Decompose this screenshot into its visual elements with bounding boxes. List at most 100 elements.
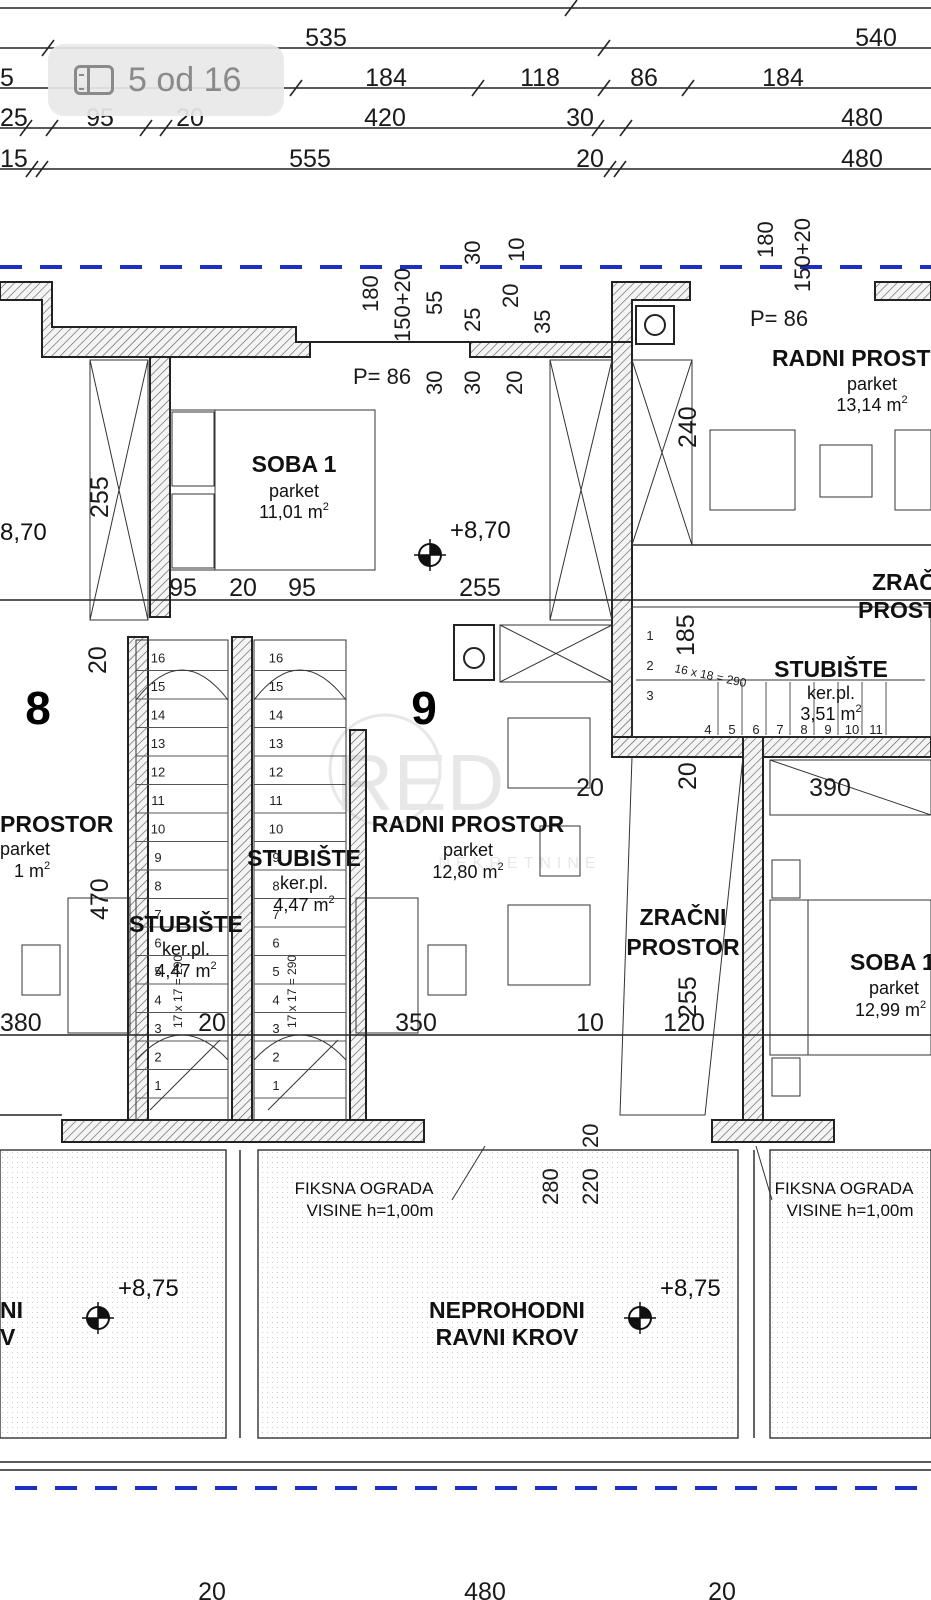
stair-left-step-number: 7 xyxy=(154,907,161,922)
stair-left-step-number: 12 xyxy=(151,765,165,780)
room-soba-right-floor: parket xyxy=(869,978,919,998)
dim-i-20c: 20 xyxy=(576,774,604,802)
dim-i-255h: 255 xyxy=(459,574,501,602)
dim-i-380: 380 xyxy=(0,1009,42,1037)
stair-center-step-number: 11 xyxy=(269,793,283,808)
stair-left-run: 17 x 17 = 290 xyxy=(171,955,185,1028)
stair-center-step-number: 16 xyxy=(269,651,283,666)
roof-left-name2: V xyxy=(0,1324,16,1350)
dim-i-120: 120 xyxy=(663,1009,705,1037)
fence-left-line1: FIKSNA OGRADA xyxy=(295,1179,435,1198)
stair-center-step-number: 1 xyxy=(272,1078,279,1093)
watermark: RED NEKRETNINE xyxy=(328,713,596,872)
roof-left-name1: NI xyxy=(0,1297,23,1323)
room-soba-right-area: 12,99 m2 xyxy=(855,999,926,1020)
dimension-texts: 535 540 5 184 118 86 184 25 95 20 420 30… xyxy=(0,24,897,1600)
dim-v-20a: 20 xyxy=(498,284,523,308)
sidebar-panel-icon xyxy=(74,65,114,95)
dim-b-0: 20 xyxy=(198,1578,226,1600)
stair-left-step-number: 16 xyxy=(151,651,165,666)
dim-i-95b: 95 xyxy=(288,574,316,602)
dim-v-30c: 30 xyxy=(460,371,485,395)
dim-i-20d: 20 xyxy=(198,1009,226,1037)
stair-right-run: 16 x 18 = 290 xyxy=(673,661,748,690)
dim-b-1: 480 xyxy=(464,1578,506,1600)
room-labels: SOBA 1 parket 11,01 m2 RADNI PROST parke… xyxy=(0,345,931,1350)
room-radni-center-area: 12,80 m2 xyxy=(432,861,503,882)
dim-r1-0: 535 xyxy=(305,24,347,52)
dim-v-30b: 30 xyxy=(422,371,447,395)
fence-left-line2: VISINE h=1,00m xyxy=(306,1201,433,1220)
dim-i-95a: 95 xyxy=(169,574,197,602)
dim-r4-1: 555 xyxy=(289,145,331,173)
dim-v-55: 55 xyxy=(422,291,447,315)
stair-center-step-number: 9 xyxy=(272,850,279,865)
page-indicator-label: 5 od 16 xyxy=(128,60,242,99)
dim-i-10: 10 xyxy=(576,1009,604,1037)
stair-left-step-number: 2 xyxy=(154,1050,161,1065)
parapet-left: P= 86 xyxy=(353,364,411,389)
dim-v-25: 25 xyxy=(460,308,485,332)
stair-center-step-number: 7 xyxy=(272,907,279,922)
stair-center-step-number: 2 xyxy=(272,1050,279,1065)
room-soba1-area: 11,01 m2 xyxy=(259,501,329,522)
dim-r2-0: 5 xyxy=(0,64,14,92)
room-radni-right-name: RADNI PROST xyxy=(772,345,930,371)
stair-right-step-number: 10 xyxy=(845,722,859,737)
stair-left-step-number: 15 xyxy=(151,679,165,694)
stair-center-step-number: 8 xyxy=(272,879,279,894)
roof-center-name2: RAVNI KROV xyxy=(436,1324,579,1350)
dim-v-180b: 180 xyxy=(753,221,778,258)
dim-v-30a: 30 xyxy=(460,241,485,265)
stair-center-step-number: 15 xyxy=(269,679,283,694)
room-stubiste-left-area: 4,47 m2 xyxy=(155,960,216,981)
dim-r3-0: 25 xyxy=(0,104,28,132)
room-radni-left-name: PROSTOR xyxy=(0,811,114,837)
room-zracni-center-name2: PROSTOR xyxy=(626,934,740,960)
walls xyxy=(0,281,931,1143)
stair-center-step-number: 6 xyxy=(272,936,279,951)
dim-i-20e: 20 xyxy=(578,1124,603,1148)
dim-i-280: 280 xyxy=(538,1168,563,1205)
stair-right-step-number: 6 xyxy=(752,722,759,737)
room-soba1-name: SOBA 1 xyxy=(252,451,337,477)
stair-left-step-number: 5 xyxy=(154,964,161,979)
room-stubiste-center-name: STUBIŠTE xyxy=(247,844,361,871)
dim-r3-5: 480 xyxy=(841,104,883,132)
stair-center-step-number: 5 xyxy=(272,964,279,979)
room-zracni-center-name1: ZRAČNI xyxy=(640,903,727,930)
room-stubiste-left-name: STUBIŠTE xyxy=(129,910,243,937)
room-zracni-right-name1: ZRAČ xyxy=(872,568,931,595)
dim-r2-1: 184 xyxy=(365,64,407,92)
room-radni-right-floor: parket xyxy=(847,374,897,394)
fence-right-line2: VISINE h=1,00m xyxy=(786,1201,913,1220)
room-soba-right-name: SOBA 1 xyxy=(850,949,931,975)
room-soba1-floor: parket xyxy=(269,481,319,501)
level-floor-center: +8,70 xyxy=(450,517,511,544)
page-indicator[interactable]: 5 od 16 xyxy=(48,44,284,116)
stair-center-step-number: 10 xyxy=(269,822,283,837)
stair-left-step-number: 11 xyxy=(151,793,165,808)
stair-left-step-number: 13 xyxy=(151,736,165,751)
stair-right-step-number: 9 xyxy=(824,722,831,737)
dim-i-390: 390 xyxy=(809,774,851,802)
level-floor-left: 8,70 xyxy=(0,519,47,546)
room-radni-right-area: 13,14 m2 xyxy=(836,394,907,415)
stair-center-step-number: 12 xyxy=(269,765,283,780)
stair-center-step-number: 4 xyxy=(272,993,279,1008)
dim-i-255b: 255 xyxy=(674,976,702,1018)
dim-i-20b: 20 xyxy=(84,646,112,674)
dim-v-180a: 180 xyxy=(358,275,383,312)
stair-center-run: 17 x 17 = 290 xyxy=(285,955,299,1028)
dim-i-20a: 20 xyxy=(229,574,257,602)
parapet-right: P= 86 xyxy=(750,306,808,331)
dim-r3-4: 30 xyxy=(566,104,594,132)
stair-center-step-number: 14 xyxy=(269,708,283,723)
dim-r3-3: 420 xyxy=(364,104,406,132)
dim-r4-2: 20 xyxy=(576,145,604,173)
room-stubiste-left-floor: ker.pl. xyxy=(162,939,210,959)
dim-i-255v: 255 xyxy=(86,476,114,518)
